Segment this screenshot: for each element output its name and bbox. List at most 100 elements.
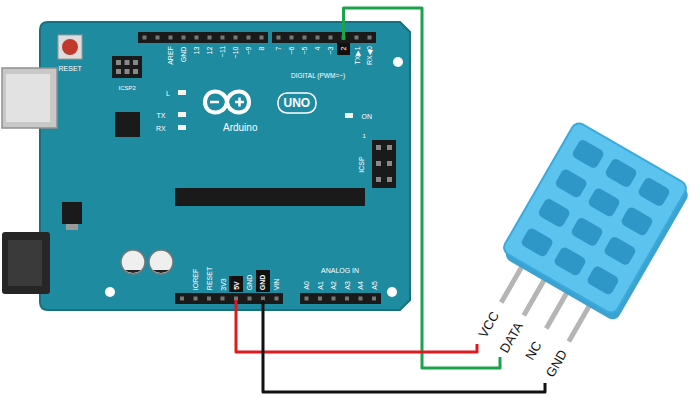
pin-label: ~5 (301, 46, 308, 54)
pin-label: A0 (303, 281, 310, 290)
pin-label: AREF (167, 46, 174, 65)
pin-label: IOREF (192, 269, 199, 290)
power-header (234, 297, 238, 301)
digital-header (143, 36, 147, 40)
digital-header (355, 36, 359, 40)
digital-header (138, 32, 268, 43)
power-header (318, 297, 322, 301)
pin-label: ~3 (327, 46, 334, 54)
digital-header (329, 36, 333, 40)
sensor-grille (586, 265, 620, 296)
icsp2-header (116, 69, 121, 74)
reset-button (58, 35, 82, 59)
power-header (221, 297, 225, 301)
digital-header (221, 36, 225, 40)
icsp-header (372, 140, 396, 188)
arduino-logo (238, 98, 241, 107)
pin-label: 13 (193, 46, 200, 54)
pin-label: GND (259, 274, 266, 290)
capacitors (121, 250, 173, 274)
arduino-logo (205, 92, 249, 113)
sensor-grille (553, 246, 587, 277)
pin-label: ~6 (288, 46, 295, 54)
power-wire (236, 300, 477, 352)
led-label: TX (157, 112, 166, 119)
arduino-logo (205, 92, 316, 114)
digital-header (368, 36, 372, 40)
arduino-logo (278, 93, 316, 113)
power-header (359, 297, 363, 301)
digital-header (277, 36, 281, 40)
pin-label: A4 (357, 281, 364, 290)
pin-label: 1 (363, 133, 366, 139)
pin-label: GND (180, 46, 187, 62)
dc-jack (8, 240, 42, 286)
led-label: RX (156, 125, 166, 132)
status-leds (178, 90, 353, 130)
sensor-pin-label: NC (523, 339, 544, 362)
dht11-sensor (479, 121, 693, 357)
power-header (275, 297, 279, 301)
power-header (175, 293, 283, 304)
digital-header (260, 36, 264, 40)
digital-header (234, 36, 238, 40)
model-name: UNO (284, 97, 311, 109)
capacitors (125, 270, 141, 273)
pin-label: 4 (314, 46, 321, 50)
sensor-grille (620, 206, 654, 237)
wires (236, 8, 545, 392)
ground-wire (263, 300, 545, 392)
power-header (345, 297, 349, 301)
digital-header (272, 32, 376, 43)
digital-header (156, 36, 160, 40)
status-leds (178, 112, 186, 117)
voltage-regulator (62, 202, 82, 230)
icsp2-header (133, 69, 138, 74)
power-header (207, 297, 211, 301)
icsp2-header (133, 60, 138, 65)
sensor-grille (637, 176, 671, 207)
capacitors (121, 250, 145, 274)
digital-header (247, 36, 251, 40)
pin-label: VIN (273, 278, 280, 290)
reset-button (62, 39, 78, 55)
sensor-grille (554, 168, 588, 199)
pin-label: ~9 (245, 46, 252, 54)
pin-label: ~10 (232, 46, 239, 58)
power-header (332, 297, 336, 301)
usb-connector (6, 74, 50, 122)
sensor-grille (537, 197, 571, 228)
icsp2-header (125, 60, 130, 65)
icsp2-header (125, 69, 130, 74)
sensor-grille (587, 187, 621, 218)
brand-name: Arduino (223, 123, 257, 133)
pin-label: 8 (258, 46, 265, 50)
power-header (300, 293, 381, 304)
digital-header (208, 36, 212, 40)
sensor-pin-label: VCC (476, 309, 501, 339)
header-label: DIGITAL (PWM=~) (291, 73, 345, 80)
button-label: RESET (59, 65, 82, 72)
header-label: ICSP2 (119, 85, 136, 91)
power-header (305, 297, 309, 301)
icsp-header (387, 177, 392, 182)
capacitors (149, 250, 173, 274)
digital-header (182, 36, 186, 40)
pin-label: A3 (343, 281, 350, 290)
digital-header (316, 36, 320, 40)
dht11-sensor (501, 121, 689, 316)
pin-label: A2 (330, 281, 337, 290)
power-header (194, 297, 198, 301)
status-leds (178, 90, 186, 95)
arduino-pcb (393, 57, 403, 67)
digital-header (290, 36, 294, 40)
pin-label: GND (246, 274, 253, 290)
pin-label: 5V (232, 281, 239, 290)
sensor-grille (603, 235, 637, 266)
power-header (248, 297, 252, 301)
sensor-grille (571, 138, 605, 169)
power-header (256, 270, 270, 292)
pin-label: 2 (340, 46, 347, 50)
pin-label: A1 (316, 281, 323, 290)
